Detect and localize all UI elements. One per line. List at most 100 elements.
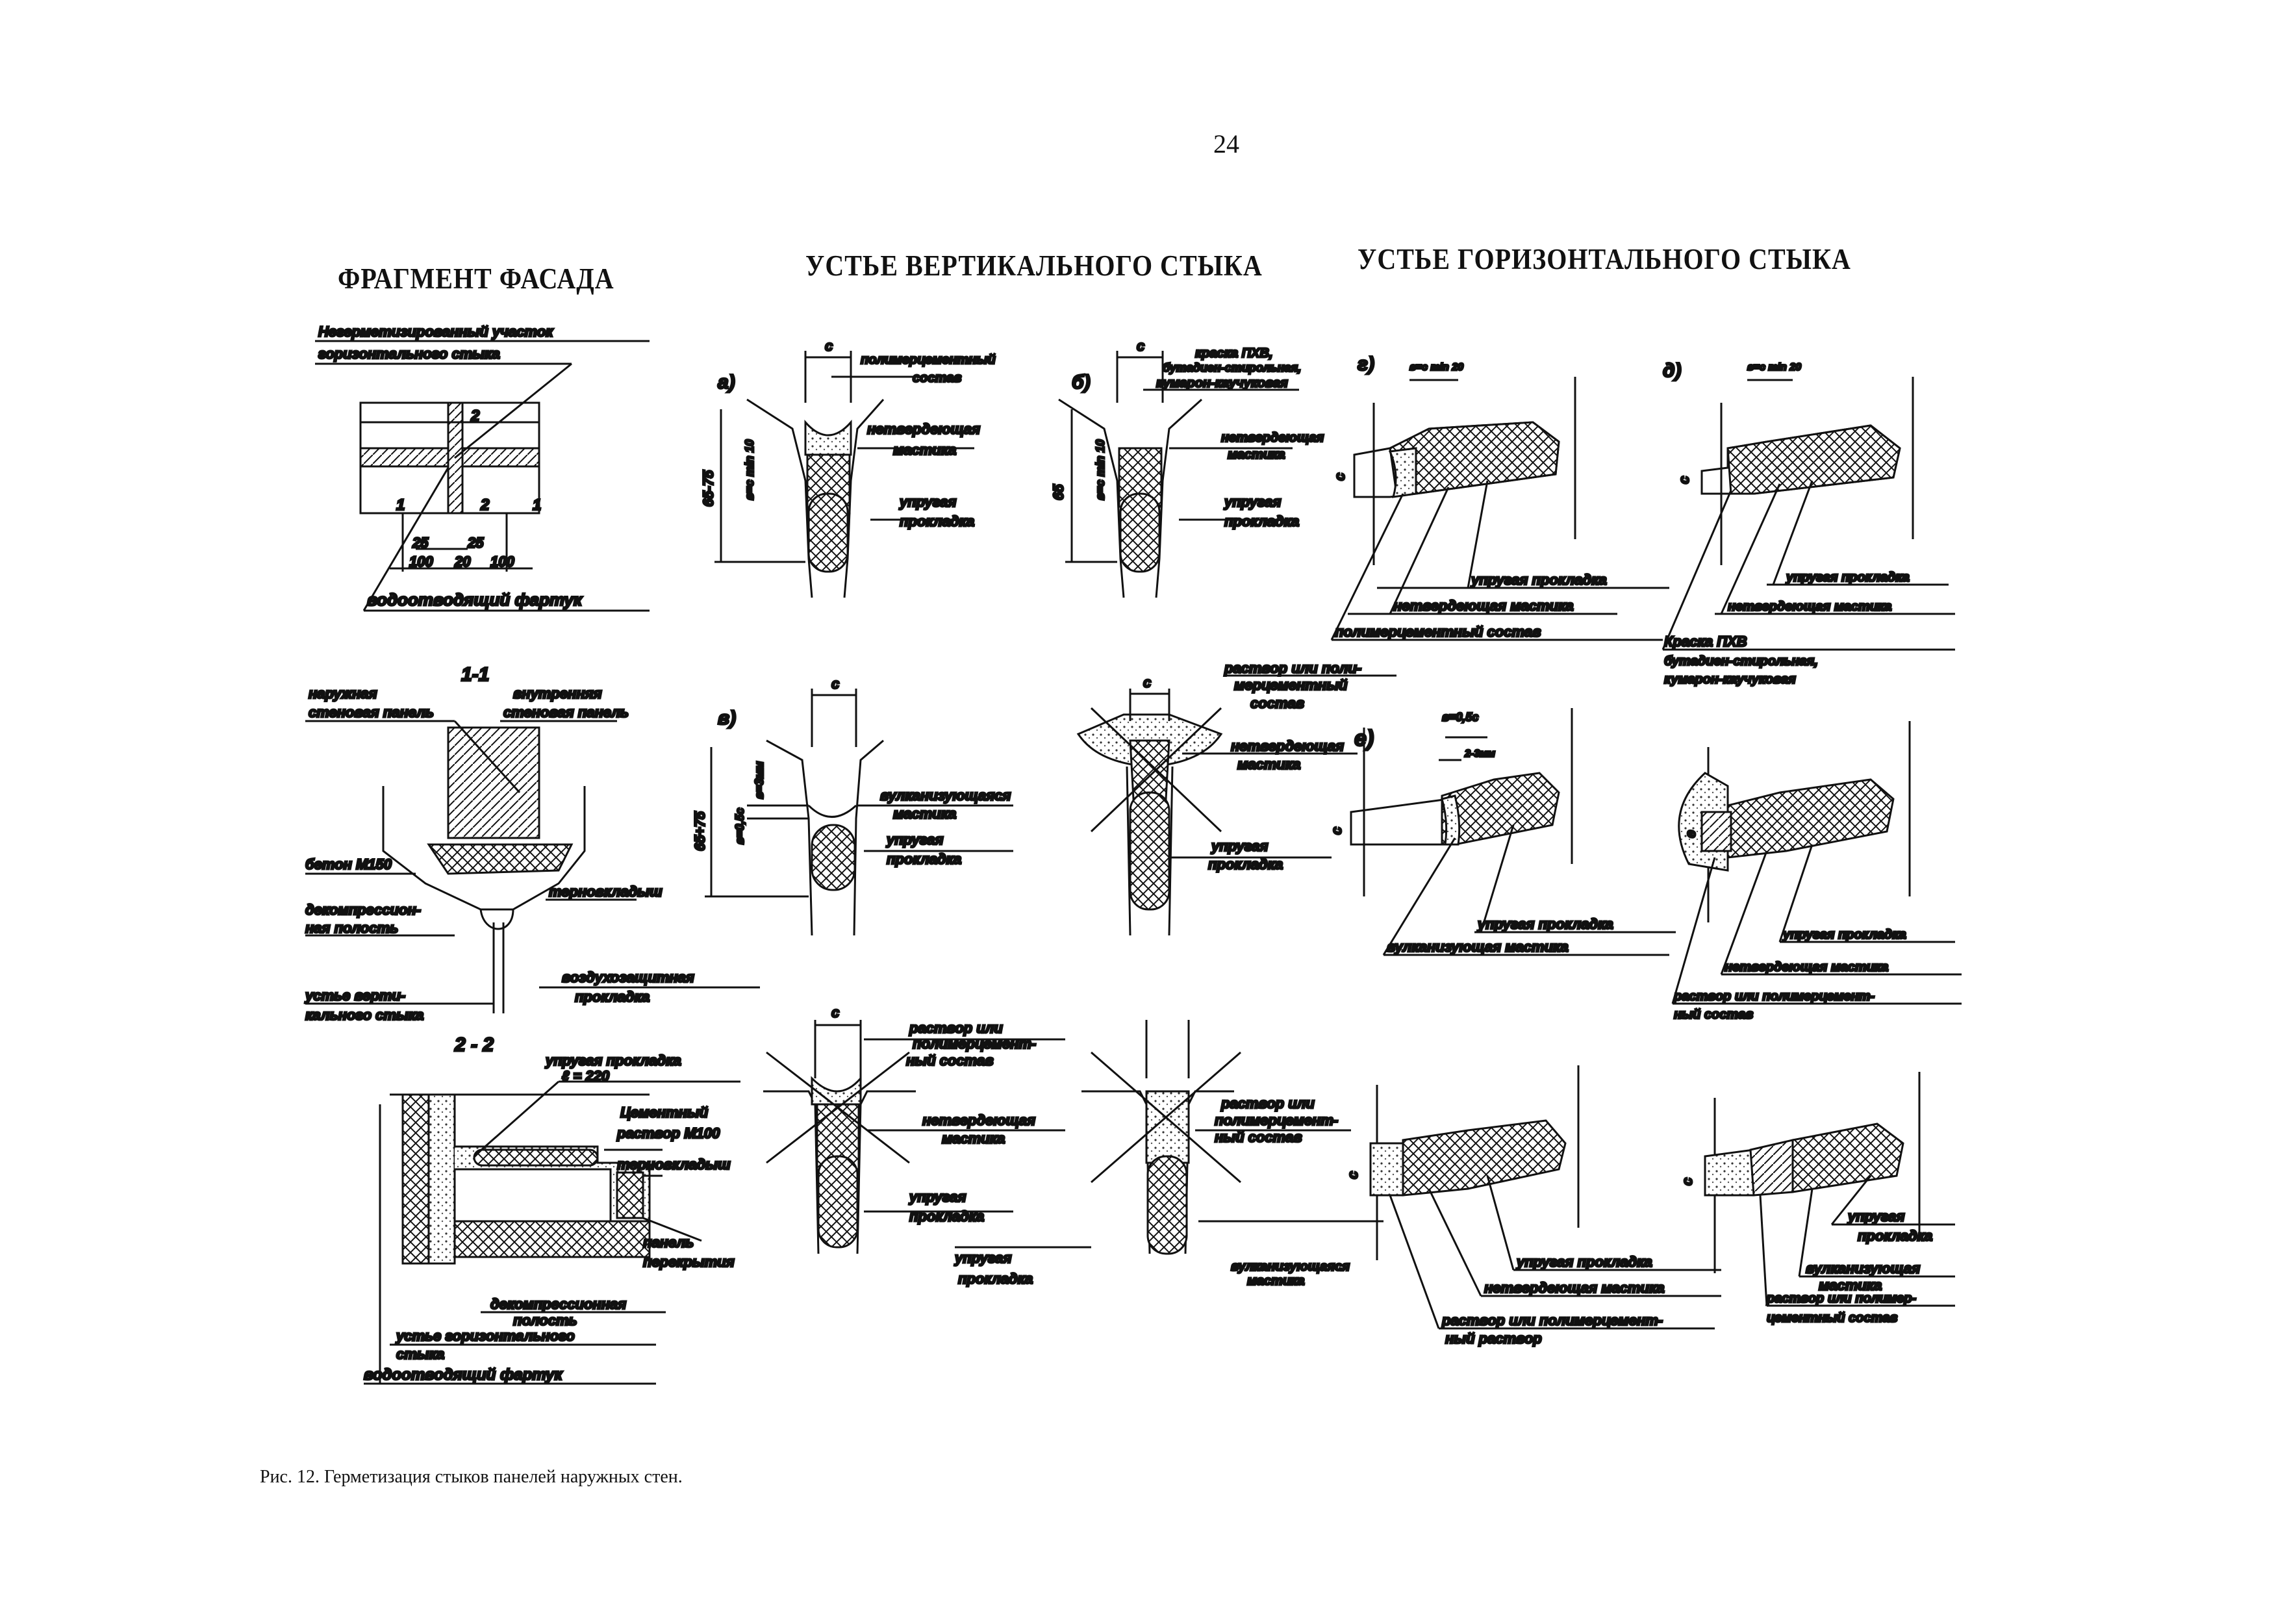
va-dim2: в=с min 10 xyxy=(743,440,756,500)
section-2-2 xyxy=(364,1080,740,1385)
page-number: 24 xyxy=(1213,129,1239,159)
s22-cement-1: Цементный xyxy=(620,1104,709,1121)
facade-dim-25b: 25 xyxy=(467,535,484,551)
ve-vulc-1: вулканизующаяся xyxy=(1231,1260,1350,1274)
vg-c: c xyxy=(1143,674,1151,691)
ve-mortar-3: ный состав xyxy=(1215,1129,1302,1145)
s22-decompression-2: полость xyxy=(513,1312,577,1328)
hi-mortar-1: раствор или полимерцемент- xyxy=(1441,1312,1663,1328)
horizontal-k xyxy=(1704,1072,1955,1307)
ve-mortar-2: полимерцемент- xyxy=(1215,1112,1338,1128)
vv-dim3: в=3мм xyxy=(753,761,766,799)
vb-label: б) xyxy=(1072,372,1091,393)
facade-note-2: горизонтального стыка xyxy=(318,346,500,362)
vv-vulc-2: мастика xyxy=(893,806,956,822)
vv-elastic-1: упругая xyxy=(886,831,943,848)
vertical-d xyxy=(763,1020,1065,1254)
vd-elastic-1: упругая xyxy=(909,1189,966,1205)
s11-air-1: воздухозащитная xyxy=(562,969,694,985)
facade-mark-2a: 2 xyxy=(470,407,480,425)
ve-vulc-2: мастика xyxy=(1247,1274,1305,1288)
he-vulc: вулканизующая мастика xyxy=(1387,939,1569,955)
hd-label: д) xyxy=(1663,360,1682,381)
vg-mastic-2: мастика xyxy=(1237,756,1300,772)
hk-mortar-1: раствор или полимер- xyxy=(1766,1291,1916,1306)
vg-mastic-1: нетвердеющая xyxy=(1231,738,1344,754)
hg-elastic: упругая прокладка xyxy=(1471,572,1607,588)
hg-polymer: полимерцементный состав xyxy=(1335,624,1541,640)
vb-c: c xyxy=(1137,338,1144,354)
s11-inner-1: внутренняя xyxy=(513,685,602,702)
facade-dim-100a: 100 xyxy=(409,553,433,570)
s11-decompression-1: декомпрессион- xyxy=(305,902,421,918)
s11-outer-2: стеновая панель xyxy=(309,704,434,720)
vg-mortar-2: мерцементный xyxy=(1234,677,1348,693)
vv-label: в) xyxy=(718,707,736,729)
vg-mortar-1: раствор или поли- xyxy=(1224,660,1361,676)
figure-caption: Рис. 12. Герметизация стыков панелей нар… xyxy=(260,1467,683,1487)
ve-mortar-1: раствор или xyxy=(1220,1095,1315,1111)
hi-elastic: упругая прокладка xyxy=(1516,1254,1652,1270)
va-c: c xyxy=(825,338,833,354)
vertical-a xyxy=(714,351,974,598)
hk-vulc-1: вулканизующая xyxy=(1806,1260,1920,1276)
s22-drain: водоотводящий фартук xyxy=(364,1366,563,1384)
hi-mortar-2: ный раствор xyxy=(1445,1330,1542,1347)
vertical-g xyxy=(1076,674,1396,936)
vb-paint-1: краска ПХВ, xyxy=(1195,346,1272,361)
facade-mark-1b: 1 xyxy=(533,496,541,514)
vd-mastic-1: нетвердеющая xyxy=(922,1112,1035,1128)
va-mastic-2: мастика xyxy=(893,442,956,458)
hg-mastic: нетвердеющая мастика xyxy=(1393,598,1574,614)
vb-dim: 65 xyxy=(1050,484,1067,500)
horizontal-e xyxy=(1350,708,1676,956)
vb-paint-2: бутадиен-стирольная, xyxy=(1163,361,1301,374)
s11-mouth-2: кального стыка xyxy=(305,1007,423,1023)
section-title-horizontal: УСТЬЕ ГОРИЗОНТАЛЬНОГО СТЫКА xyxy=(1358,242,1851,276)
he-dim2: 2-3мм xyxy=(1464,748,1495,759)
section-title-vertical: УСТЬЕ ВЕРТИКАЛЬНОГО СТЫКА xyxy=(805,248,1263,283)
hg-dim: в=с min 20 xyxy=(1409,362,1463,373)
hzh-e: е xyxy=(1682,830,1699,838)
section-1-1 xyxy=(305,720,760,1013)
hd-paint-2: бутадиен-стирольная, xyxy=(1664,654,1818,668)
he-label: е) xyxy=(1354,726,1374,751)
hk-mortar-2: цементный состав xyxy=(1767,1311,1897,1325)
he-dim: в=0,5с xyxy=(1442,711,1478,724)
vd-elastic-2: прокладка xyxy=(909,1208,984,1224)
horizontal-g xyxy=(1330,377,1669,641)
hd-dim: в=с min 20 xyxy=(1747,362,1801,373)
section-2-2-title: 2 - 2 xyxy=(454,1034,494,1056)
ve-elastic-1: упругая xyxy=(954,1250,1011,1266)
hd-paint-1: Краска ПХВ xyxy=(1664,633,1747,650)
hk-elastic-1: упругая xyxy=(1847,1208,1904,1224)
s11-thermo: терновкладыш xyxy=(549,883,663,900)
s22-panel-2: перекрытия xyxy=(643,1254,735,1270)
facade-drain: водоотводящий фартук xyxy=(367,590,583,609)
he-c: c xyxy=(1328,827,1345,835)
hk-elastic-2: прокладка xyxy=(1858,1228,1932,1244)
vertical-e xyxy=(955,1020,1384,1255)
vd-c: c xyxy=(831,1004,839,1021)
vd-mastic-2: мастика xyxy=(942,1130,1005,1147)
vg-elastic-2: прокладка xyxy=(1208,856,1283,872)
s22-cement-2: раствор М100 xyxy=(616,1125,720,1141)
hd-elastic: упругая прокладка xyxy=(1786,570,1910,585)
vv-elastic-2: прокладка xyxy=(887,851,961,867)
s22-mouth-2: стыка xyxy=(396,1346,444,1362)
hd-mastic: нетвердеющая мастика xyxy=(1728,600,1891,614)
section-title-facade: ФРАГМЕНТ ФАСАДА xyxy=(338,261,614,296)
s22-decompression-1: декомпрессионная xyxy=(490,1296,626,1312)
section-1-1-title: 1-1 xyxy=(461,664,489,685)
vg-mortar-3: состав xyxy=(1250,695,1304,711)
hzh-mastic: нетвердеющая мастика xyxy=(1725,960,1888,974)
vv-dim2: в=0,5с xyxy=(733,808,746,844)
s22-panel-1: панель xyxy=(643,1234,694,1250)
vertical-v xyxy=(705,689,1013,936)
vd-mortar-2: полимерцемент- xyxy=(913,1035,1036,1052)
va-elastic-2: прокладка xyxy=(900,513,974,529)
horizontal-d xyxy=(1662,377,1955,651)
hi-mastic: нетвердеющая мастика xyxy=(1484,1280,1665,1296)
vd-mortar-1: раствор или xyxy=(909,1020,1003,1036)
vd-mortar-3: ный состав xyxy=(906,1052,994,1069)
